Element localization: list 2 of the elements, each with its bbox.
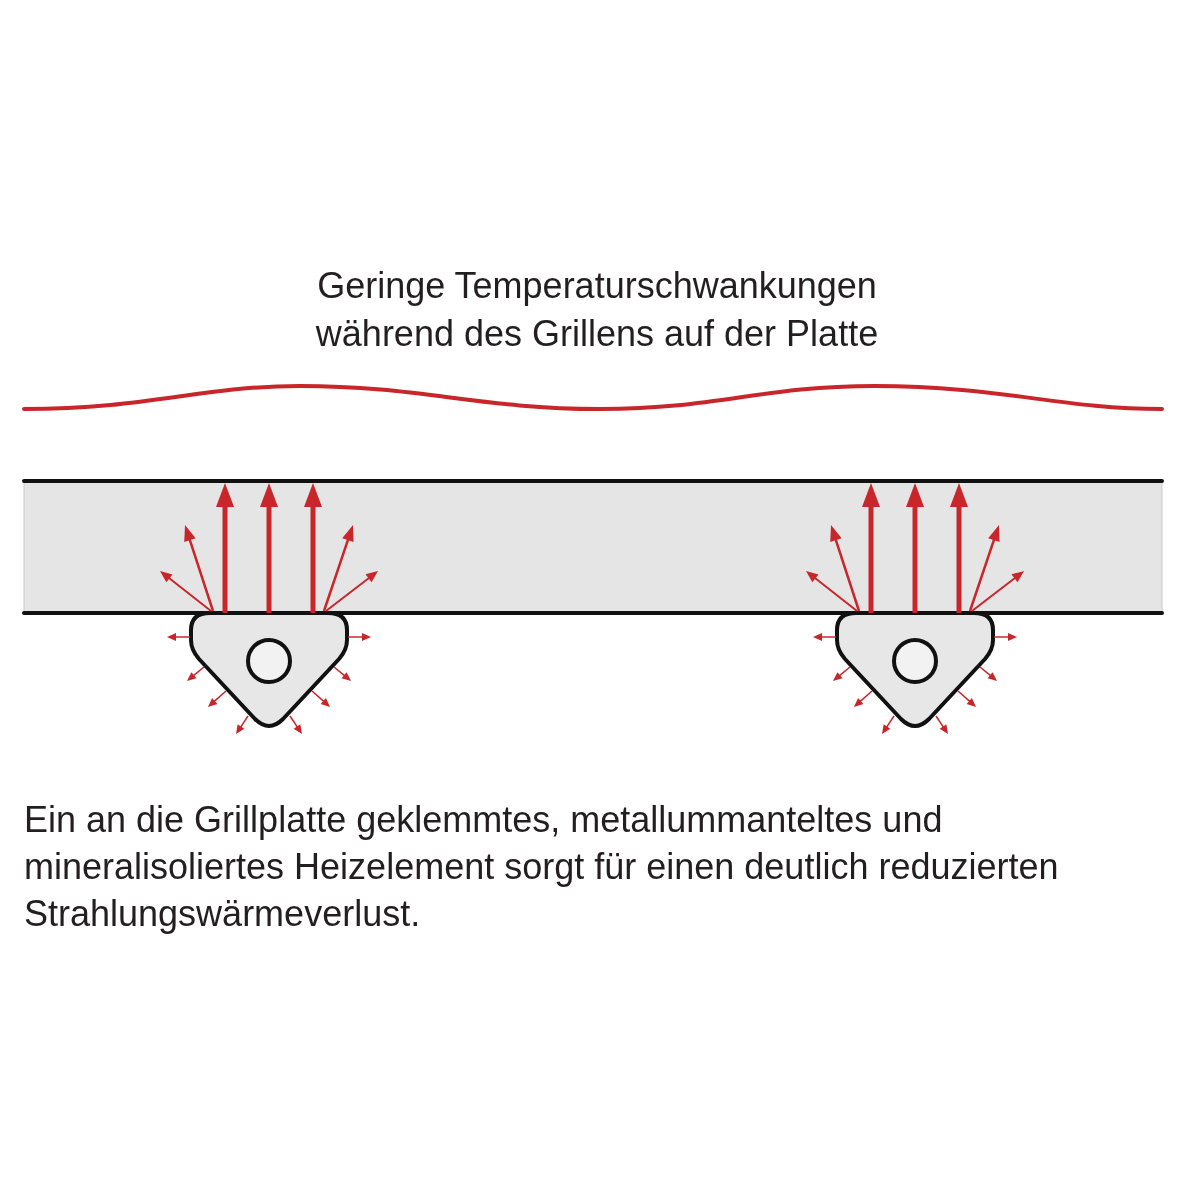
curve-label: Geringe Temperaturschwankungen während des Grillens auf der Platte xyxy=(314,264,880,356)
caption: Ein an die Grillplatte geklemmtes, metallummanteltes und mineralisoliertes Heizelement sorgt für einen deutlich reduzierten Strahlungswärmeverlust. xyxy=(24,798,1060,936)
